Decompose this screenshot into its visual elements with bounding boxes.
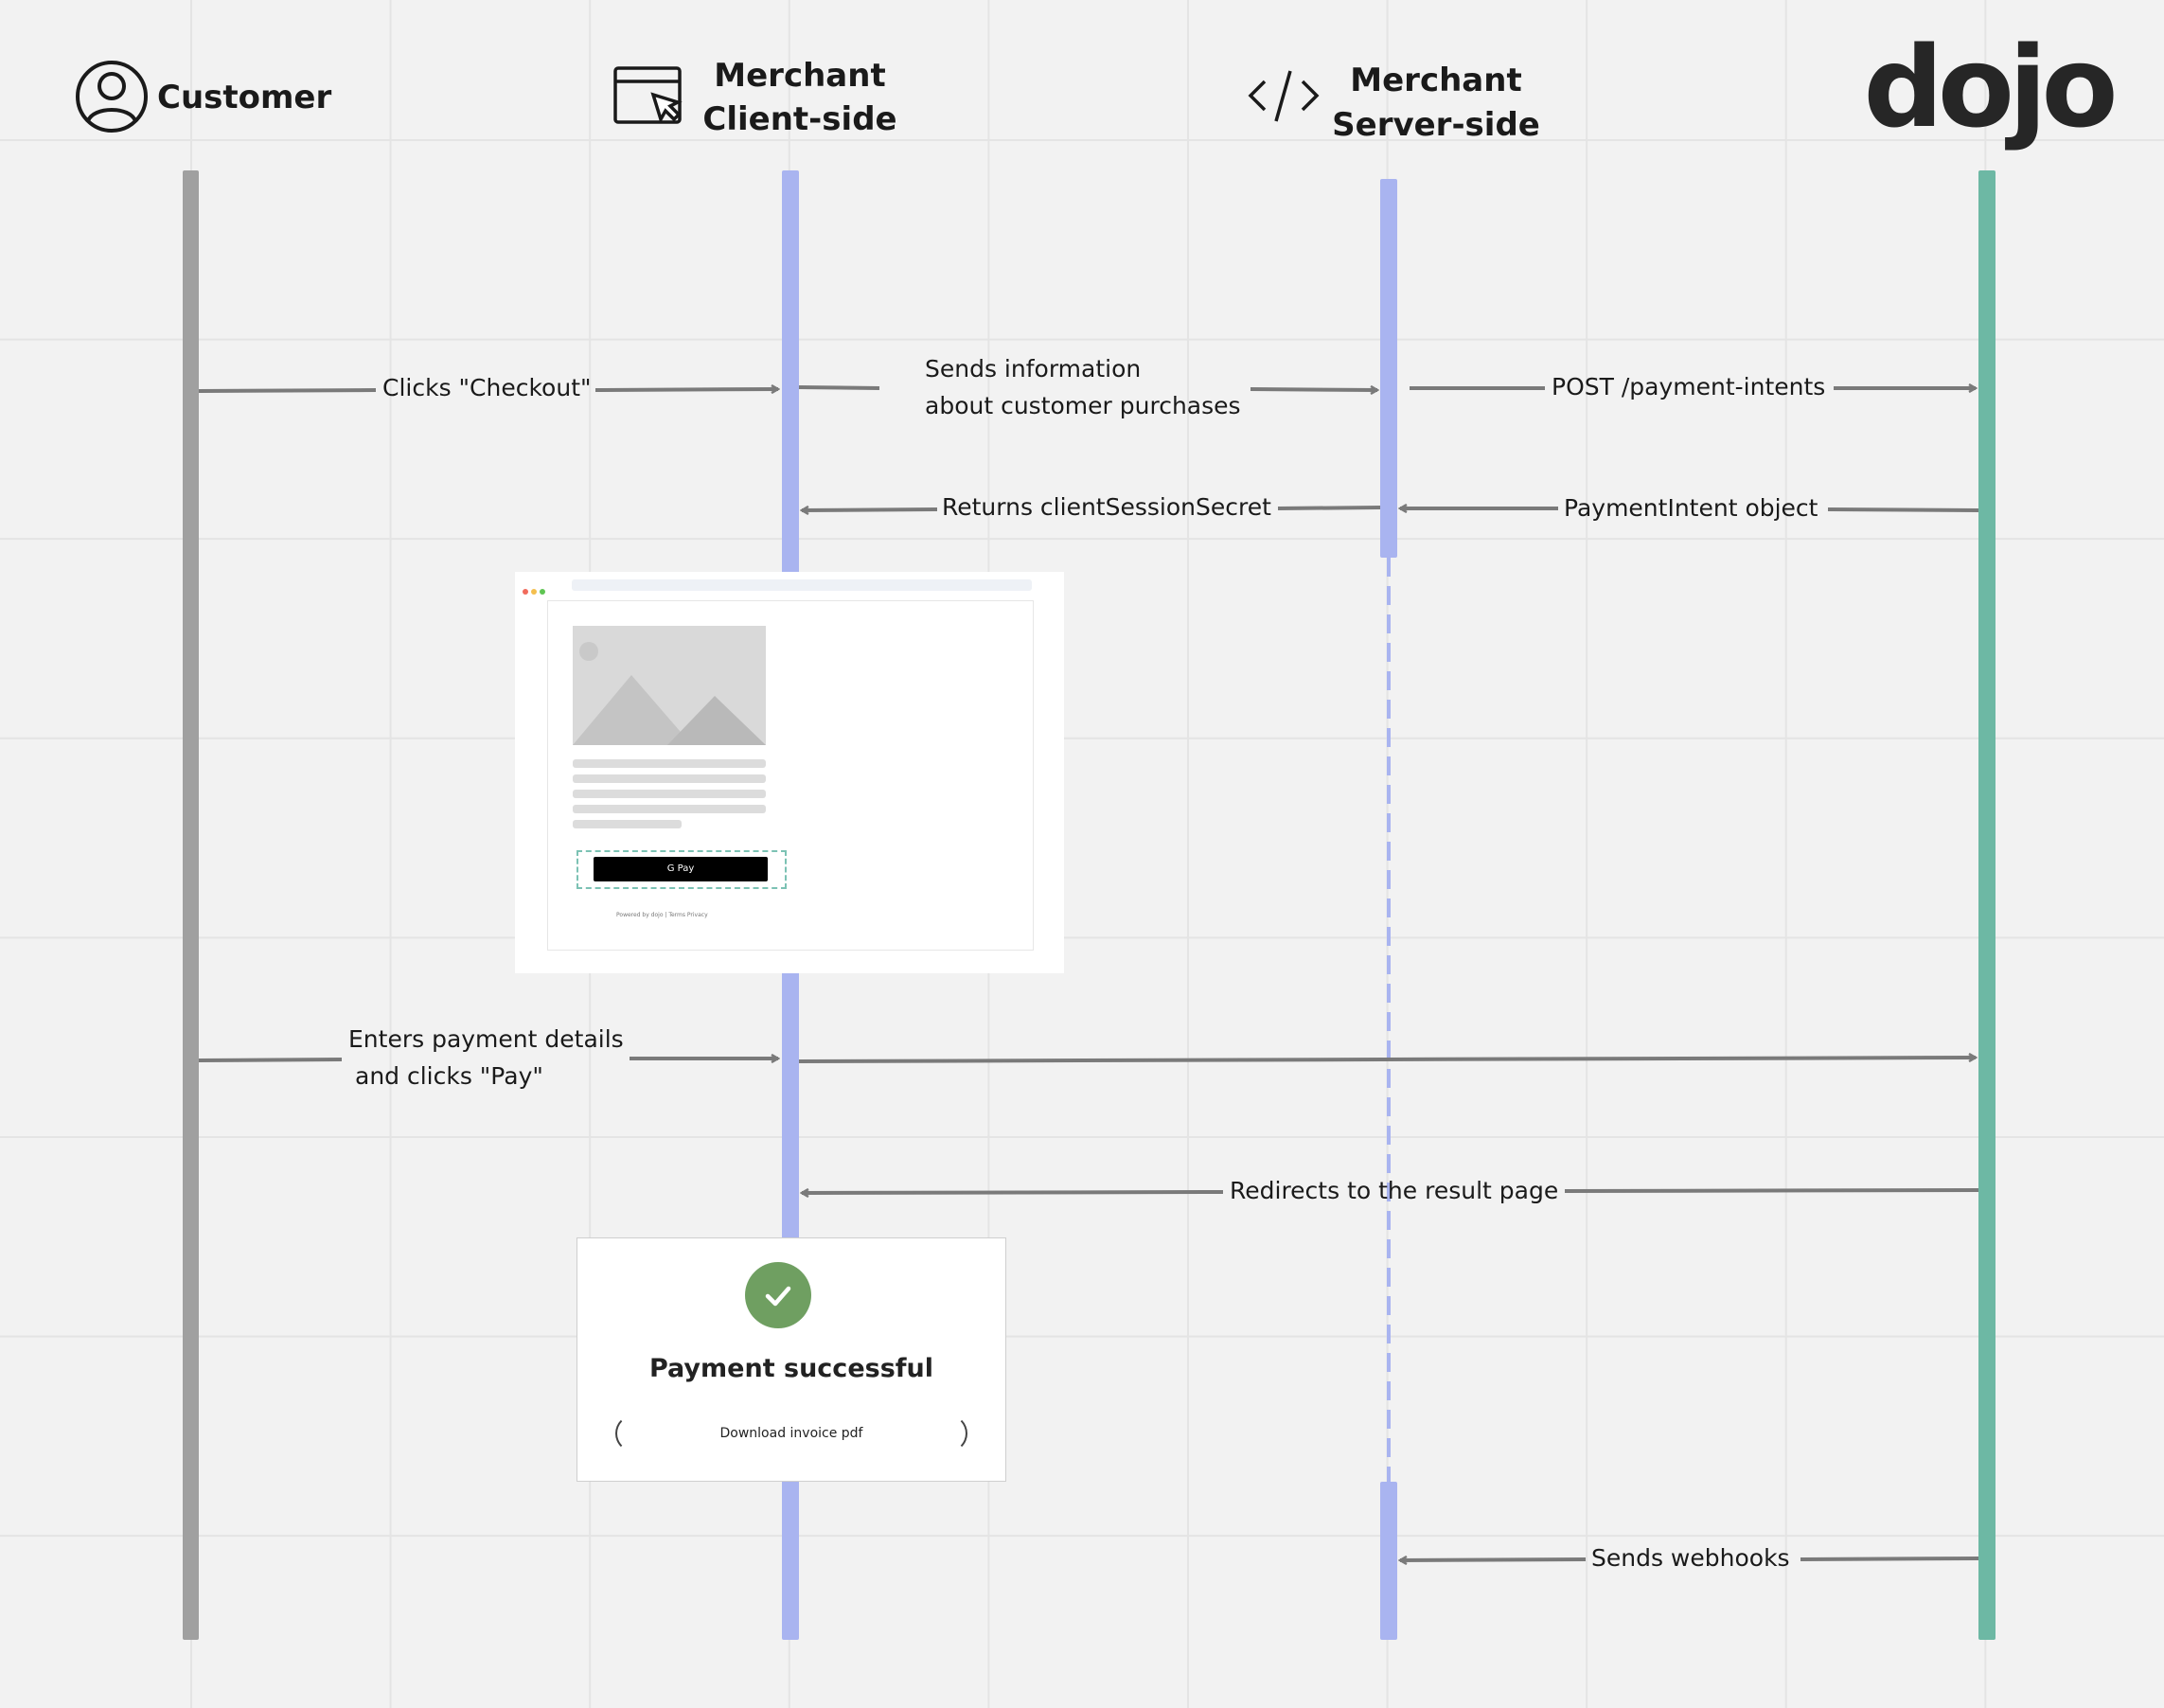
google-pay-button[interactable]: G Pay <box>594 857 768 881</box>
image-icon <box>573 642 766 745</box>
payment-result-mockup: Payment successful Download invoice pdf <box>576 1237 1006 1482</box>
browser-cursor-icon <box>613 66 683 124</box>
download-invoice-label: Download invoice pdf <box>719 1426 863 1441</box>
arrow-redirects-b <box>802 1192 1224 1193</box>
msg-enters-details-2: and clicks "Pay" <box>355 1062 543 1090</box>
actor-client-line2: Client-side <box>702 100 896 138</box>
text-placeholder <box>573 805 766 813</box>
user-icon <box>76 61 148 133</box>
address-bar <box>572 579 1032 591</box>
text-placeholder <box>573 790 766 798</box>
msg-redirects: Redirects to the result page <box>1230 1177 1558 1204</box>
arrow-payment-intent-a <box>1827 507 1979 512</box>
msg-post-intents: POST /payment-intents <box>1552 373 1825 400</box>
arrow-returns-secret-a <box>1277 506 1381 510</box>
actor-client-line1: Merchant <box>714 57 885 95</box>
msg-checkout: Clicks "Checkout" <box>382 374 592 401</box>
arrow-checkout-b <box>594 389 778 390</box>
msg-returns-secret: Returns clientSessionSecret <box>942 493 1271 521</box>
arrow-webhooks-b <box>1400 1559 1587 1560</box>
product-image-placeholder <box>573 626 766 745</box>
checkout-card: G Pay Powered by dojo | Terms Privacy <box>547 600 1034 951</box>
arrow-checkout-a <box>198 388 377 393</box>
actor-customer: Customer <box>157 79 331 116</box>
window-controls <box>523 580 548 598</box>
msg-sends-info-1: Sends information <box>925 355 1141 383</box>
download-invoice-button[interactable]: Download invoice pdf <box>615 1414 967 1452</box>
result-title: Payment successful <box>648 1354 933 1383</box>
msg-enters-details-1: Enters payment details <box>348 1025 624 1053</box>
msg-webhooks: Sends webhooks <box>1591 1544 1790 1572</box>
button-outline-left <box>615 1414 646 1452</box>
actor-server-line1: Merchant <box>1350 62 1521 99</box>
merchant-server-lifeline-top <box>1380 179 1397 558</box>
msg-payment-intent: PaymentIntent object <box>1564 494 1818 522</box>
arrow-enters-details-a <box>198 1058 343 1062</box>
arrow-sends-info-a <box>798 385 880 390</box>
button-outline-right <box>937 1414 967 1452</box>
arrow-redirects-a <box>1564 1188 1979 1193</box>
text-placeholder <box>573 774 766 783</box>
checkout-footer: Powered by dojo | Terms Privacy <box>616 912 708 918</box>
arrow-sends-info-b <box>1250 389 1377 390</box>
arrow-pay-to-dojo <box>798 1058 1976 1063</box>
arrow-webhooks-a <box>1800 1557 1979 1561</box>
success-check-icon <box>745 1262 811 1328</box>
merchant-server-lifeline-bottom <box>1380 1482 1397 1640</box>
text-placeholder <box>573 820 682 828</box>
text-placeholder <box>573 759 766 768</box>
dojo-logo: dojo <box>1863 22 2113 152</box>
msg-sends-info-2: about customer purchases <box>925 392 1241 419</box>
customer-lifeline <box>183 170 199 1640</box>
arrow-returns-secret-b <box>802 509 938 510</box>
actor-server-line2: Server-side <box>1332 106 1540 144</box>
payment-button-area: G Pay <box>576 850 787 889</box>
dojo-lifeline <box>1978 170 1995 1640</box>
code-icon <box>1248 70 1320 122</box>
checkout-page-mockup: G Pay Powered by dojo | Terms Privacy <box>515 572 1064 973</box>
